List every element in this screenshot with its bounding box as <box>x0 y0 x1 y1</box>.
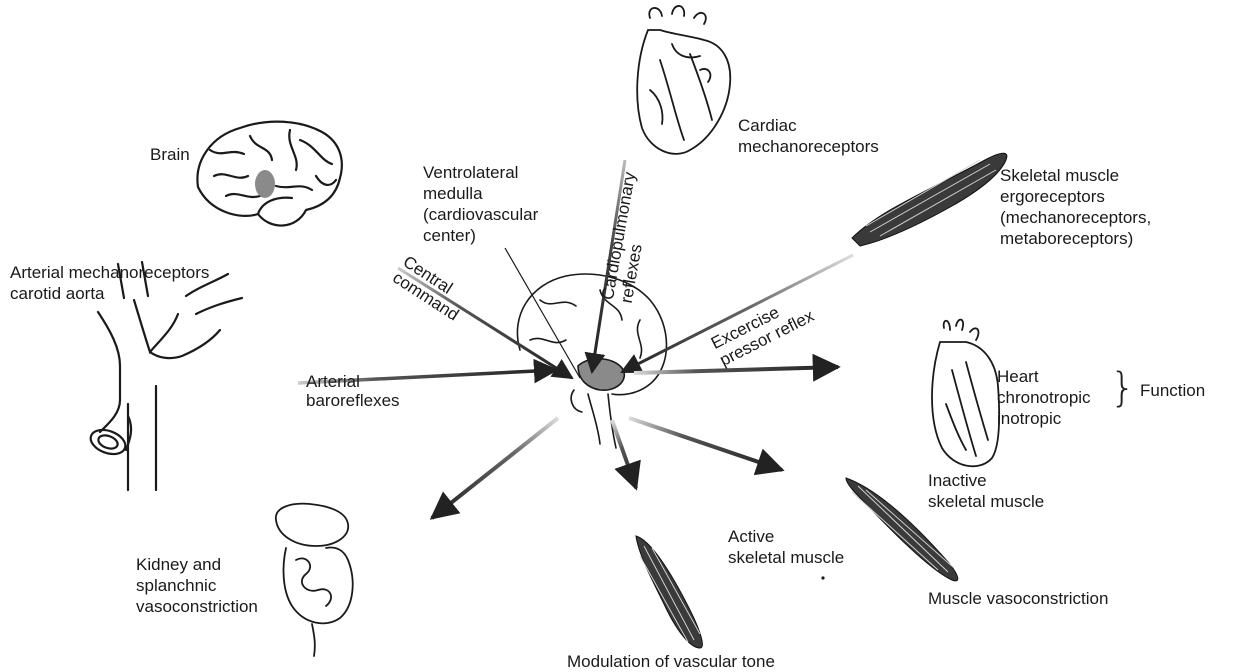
label-modulation: Modulation of vascular tone <box>567 651 775 672</box>
ergo-line-2: ergoreceptors <box>1000 186 1151 207</box>
active-muscle-efferent-arrow <box>612 420 636 488</box>
active-line-2: skeletal muscle <box>728 547 844 568</box>
label-kidney: Kidney and splanchnic vasoconstriction <box>136 554 258 617</box>
ventrolateral-line-3: (cardiovascular <box>423 204 538 225</box>
stray-dot <box>821 576 824 579</box>
kidney-efferent-arrow <box>432 418 558 518</box>
kidney-line-3: vasoconstriction <box>136 596 258 617</box>
label-brain: Brain <box>150 144 190 165</box>
label-skeletal-ergoreceptors: Skeletal muscle ergoreceptors (mechanore… <box>1000 165 1151 249</box>
baro-line-2: baroreflexes <box>306 391 400 410</box>
ventrolateral-line-1: Ventrolateral <box>423 162 538 183</box>
ergo-line-1: Skeletal muscle <box>1000 165 1151 186</box>
label-cardiac-mechanoreceptors: Cardiac mechanoreceptors <box>738 115 879 157</box>
brain-illustration <box>197 122 341 226</box>
cardiac-heart-illustration <box>637 6 730 154</box>
inactive-muscle-efferent-arrow <box>629 418 782 470</box>
active-muscle-illustration <box>636 536 702 648</box>
label-inactive-muscle: Inactive skeletal muscle <box>928 470 1044 512</box>
label-ventrolateral: Ventrolateral medulla (cardiovascular ce… <box>423 162 538 246</box>
label-function: Function <box>1140 380 1205 401</box>
inactive-line-1: Inactive <box>928 470 1044 491</box>
baro-line-1: Arterial <box>306 372 400 391</box>
label-muscle-vasoconstriction: Muscle vasoconstriction <box>928 588 1108 609</box>
inactive-line-2: skeletal muscle <box>928 491 1044 512</box>
ventrolateral-line-4: center) <box>423 225 538 246</box>
label-heart: Heart chronotropic inotropic <box>997 366 1091 429</box>
label-active-muscle: Active skeletal muscle <box>728 526 844 568</box>
cardiac-line-1: Cardiac <box>738 115 879 136</box>
arterial-mech-line-1: Arterial mechanoreceptors <box>10 262 209 283</box>
pathway-arterial-baroreflexes: Arterial baroreflexes <box>306 372 400 410</box>
function-brace: } <box>1110 368 1135 408</box>
label-arterial-mechanoreceptors: Arterial mechanoreceptors carotid aorta <box>10 262 209 304</box>
ergoreceptor-muscle-illustration <box>852 153 1007 246</box>
splanchnic-illustration <box>276 504 353 656</box>
ventrolateral-line-2: medulla <box>423 183 538 204</box>
cardiac-line-2: mechanoreceptors <box>738 136 879 157</box>
ergo-line-4: metaboreceptors) <box>1000 228 1151 249</box>
heart-illustration <box>932 320 999 467</box>
kidney-line-2: splanchnic <box>136 575 258 596</box>
kidney-line-1: Kidney and <box>136 554 258 575</box>
ergo-line-3: (mechanoreceptors, <box>1000 207 1151 228</box>
heart-line-2: chronotropic <box>997 387 1091 408</box>
heart-efferent-arrow <box>634 367 838 373</box>
heart-line-3: inotropic <box>997 408 1091 429</box>
arterial-mech-line-2: carotid aorta <box>10 283 209 304</box>
active-line-1: Active <box>728 526 844 547</box>
heart-line-1: Heart <box>997 366 1091 387</box>
